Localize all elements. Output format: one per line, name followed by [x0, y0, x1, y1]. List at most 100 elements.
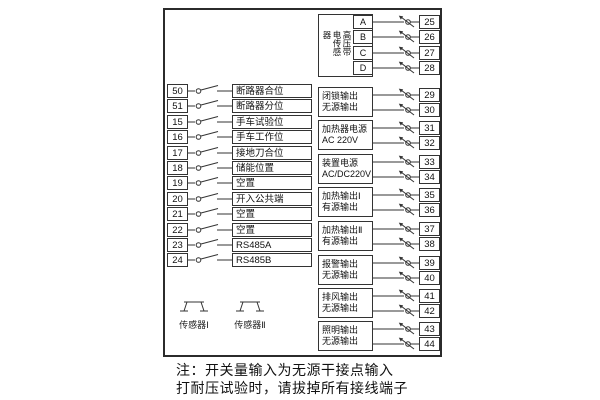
plug-terminal-icon [373, 170, 419, 183]
group-label-line1: 加热输出Ⅱ [322, 225, 363, 235]
terminal-label: 手车工作位 [232, 130, 312, 144]
plug-terminal-icon [373, 222, 419, 235]
group-label-line2: 无源输出 [322, 102, 359, 112]
plug-terminal-icon [373, 88, 419, 101]
group-label-line2: 无源输出 [322, 303, 359, 313]
terminal-label: RS485B [232, 253, 312, 267]
hv-sensor-label: 高压带电传感器 [322, 30, 352, 56]
group-label-line1: 加热器电源 [322, 124, 368, 134]
plug-terminal-icon [373, 30, 419, 43]
output-group-label: 加热输出Ⅱ 有源输出 [318, 221, 373, 251]
input-terminal-row: 23 RS485A [167, 238, 312, 252]
switch-contact-icon [188, 193, 232, 202]
output-group-label: 装置电源 AC/DC220V [318, 154, 373, 184]
terminal-number: 43 [419, 322, 440, 336]
terminal-label: 断路器分位 [232, 99, 312, 113]
input-terminal-row: 18 储能位置 [167, 161, 312, 175]
plug-terminal-icon [373, 121, 419, 134]
switch-contact-icon [188, 224, 232, 233]
switch-contact-icon [188, 254, 232, 263]
plug-terminal-icon [373, 188, 419, 201]
terminal-label: RS485A [232, 238, 312, 252]
switch-contact-icon [188, 177, 232, 186]
input-terminal-row: 16 手车工作位 [167, 130, 312, 144]
channel-letter: B [353, 30, 373, 44]
plug-terminal-icon [373, 155, 419, 168]
terminal-number: 15 [167, 115, 188, 129]
output-group-label: 加热输出Ⅰ 有源输出 [318, 187, 373, 217]
channel-letter: A [353, 15, 373, 29]
terminal-number: 29 [419, 88, 440, 102]
terminal-number: 30 [419, 103, 440, 117]
group-label-line2: 无源输出 [322, 336, 359, 346]
terminal-number: 25 [419, 15, 440, 29]
group-label-line2: AC 220V [322, 135, 359, 145]
plug-terminal-icon [373, 103, 419, 116]
terminal-number: 33 [419, 155, 440, 169]
plug-terminal-icon [373, 237, 419, 250]
input-terminal-row: 22 空置 [167, 223, 312, 237]
terminal-label: 开入公共端 [232, 192, 312, 206]
terminal-number: 41 [419, 289, 440, 303]
terminal-number: 40 [419, 271, 440, 285]
switch-contact-icon [188, 131, 232, 140]
terminal-number: 26 [419, 30, 440, 44]
terminal-number: 27 [419, 46, 440, 60]
group-label-line2: 有源输出 [322, 236, 359, 246]
group-label-line1: 照明输出 [322, 325, 359, 335]
terminal-number: 51 [167, 99, 188, 113]
plug-terminal-icon [373, 46, 419, 59]
terminal-number: 32 [419, 136, 440, 150]
input-terminal-row: 20 开入公共端 [167, 192, 312, 206]
terminal-number: 24 [167, 253, 188, 267]
switch-contact-icon [188, 116, 232, 125]
channel-letter: C [353, 46, 373, 60]
plug-terminal-icon [373, 203, 419, 216]
terminal-number: 23 [167, 238, 188, 252]
terminal-number: 37 [419, 222, 440, 236]
group-label-line1: 闭锁输出 [322, 91, 359, 101]
plug-terminal-icon [373, 271, 419, 284]
terminal-label: 空置 [232, 223, 312, 237]
terminal-number: 19 [167, 176, 188, 190]
plug-terminal-icon [373, 15, 419, 28]
terminal-number: 28 [419, 61, 440, 75]
group-label-line2: 无源输出 [322, 270, 359, 280]
terminal-number: 31 [419, 121, 440, 135]
input-terminal-row: 19 空置 [167, 176, 312, 190]
sensor-icon [236, 301, 264, 312]
plug-terminal-icon [373, 136, 419, 149]
switch-contact-icon [188, 100, 232, 109]
terminal-number: 34 [419, 170, 440, 184]
group-label-line1: 报警输出 [322, 259, 359, 269]
terminal-label: 空置 [232, 176, 312, 190]
terminal-number: 39 [419, 256, 440, 270]
terminal-number: 44 [419, 337, 440, 351]
terminal-number: 36 [419, 203, 440, 217]
terminal-number: 42 [419, 304, 440, 318]
terminal-number: 20 [167, 192, 188, 206]
plug-terminal-icon [373, 256, 419, 269]
output-group-label: 照明输出 无源输出 [318, 321, 373, 351]
plug-terminal-icon [373, 337, 419, 350]
plug-terminal-icon [373, 289, 419, 302]
terminal-label: 断路器合位 [232, 84, 312, 98]
terminal-number: 35 [419, 188, 440, 202]
terminal-number: 16 [167, 130, 188, 144]
plug-terminal-icon [373, 304, 419, 317]
input-terminal-row: 24 RS485B [167, 253, 312, 267]
switch-contact-icon [188, 162, 232, 171]
plug-terminal-icon [373, 61, 419, 74]
terminal-label: 手车试验位 [232, 115, 312, 129]
sensor-icon [180, 301, 208, 312]
note-line2: 打耐压试验时，请拔掉所有接线端子 [176, 380, 408, 396]
terminal-number: 22 [167, 223, 188, 237]
input-terminal-row: 50 断路器合位 [167, 84, 312, 98]
group-label-line1: 排风输出 [322, 292, 359, 302]
output-group-label: 报警输出 无源输出 [318, 255, 373, 285]
group-label-line1: 装置电源 [322, 158, 359, 168]
channel-letter: D [353, 61, 373, 75]
group-label-line2: 有源输出 [322, 202, 359, 212]
plug-terminal-icon [373, 322, 419, 335]
output-group-label: 闭锁输出 无源输出 [318, 87, 373, 117]
